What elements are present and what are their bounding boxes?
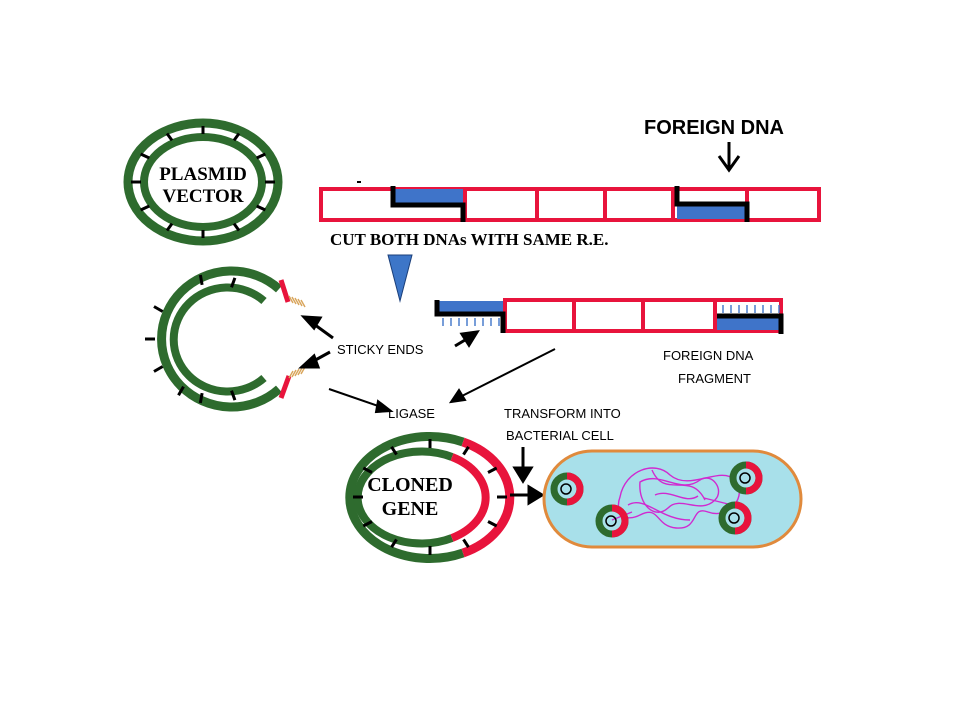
foreign-fragment-label-line2: FRAGMENT — [678, 371, 751, 386]
bacterial-cell — [542, 449, 803, 549]
transform-label-line1: TRANSFORM INTO — [504, 406, 621, 421]
cut-plasmid-inner — [169, 283, 267, 396]
restriction-site-left — [390, 186, 466, 222]
foreign-fragment-label-line1: FOREIGN DNA — [663, 348, 754, 363]
foreign-dna-arrow-head — [717, 155, 741, 173]
plasmid-ticks — [131, 126, 275, 238]
cell-membrane — [542, 449, 803, 549]
plasmid-label-line1: PLASMID — [159, 164, 247, 185]
sticky-end-bottom — [288, 366, 306, 379]
ligase-label: LIGASE — [388, 406, 435, 421]
cut-both-label: CUT BOTH DNAs WITH SAME R.E. — [330, 230, 609, 249]
mini-plasmids — [550, 461, 763, 538]
foreign-dna-label: FOREIGN DNA — [644, 117, 784, 139]
plasmid-inner-ring — [140, 133, 266, 231]
foreign-dna-fragment — [434, 298, 784, 334]
cut-plasmid-ticks — [145, 274, 237, 404]
transform-arrows — [510, 447, 545, 506]
cloned-gene-ticks — [353, 439, 507, 555]
ligase-arrows — [328, 348, 556, 414]
transform-label-line2: BACTERIAL CELL — [506, 428, 614, 443]
restriction-site-right — [674, 186, 750, 222]
sticky-ends-label: STICKY ENDS — [337, 342, 424, 357]
sticky-arrows — [298, 315, 480, 369]
plasmid-label-line2: VECTOR — [163, 186, 244, 207]
cloned-gene-plasmid: CLONED GENE — [345, 432, 515, 563]
bacterial-chromosome — [611, 467, 741, 529]
cut-plasmid-outer — [157, 266, 282, 412]
down-arrow-icon — [387, 254, 413, 303]
foreign-dna-header: FOREIGN DNA — [644, 117, 784, 173]
plasmid-outer-ring — [123, 118, 283, 246]
cloned-label-line1: CLONED — [367, 474, 453, 496]
foreign-dna-strip — [319, 181, 821, 222]
plasmid-vector: PLASMID VECTOR — [123, 118, 283, 246]
cloned-label-line2: GENE — [382, 498, 439, 520]
sticky-end-top — [288, 295, 306, 308]
cut-plasmid — [145, 266, 306, 412]
